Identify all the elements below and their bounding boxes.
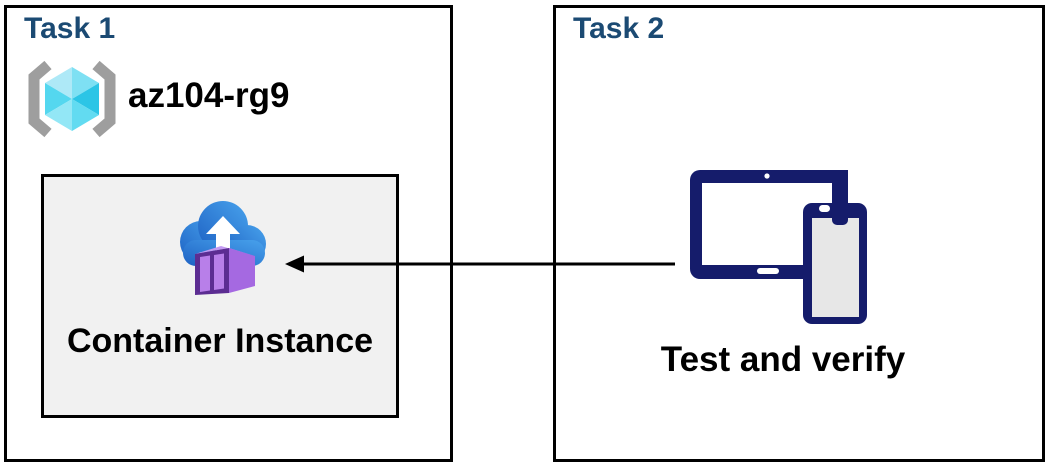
tablet-camera-icon	[764, 173, 770, 179]
tablet-home-button	[757, 268, 779, 274]
phone-icon	[803, 170, 867, 324]
container-box-icon	[195, 246, 255, 295]
task1-title: Task 1	[24, 12, 116, 45]
resource-group-name: az104-rg9	[128, 76, 290, 115]
task2-title: Task 2	[573, 12, 665, 45]
cube-icon	[45, 67, 99, 131]
devices-icon	[690, 170, 867, 324]
container-instance-label: Container Instance	[66, 322, 374, 360]
container-instance-icon	[180, 201, 266, 295]
resource-group-icon	[28, 60, 116, 138]
up-arrow-icon	[206, 216, 240, 256]
phone-speaker-icon	[819, 205, 830, 212]
test-and-verify-label: Test and verify	[660, 340, 906, 379]
